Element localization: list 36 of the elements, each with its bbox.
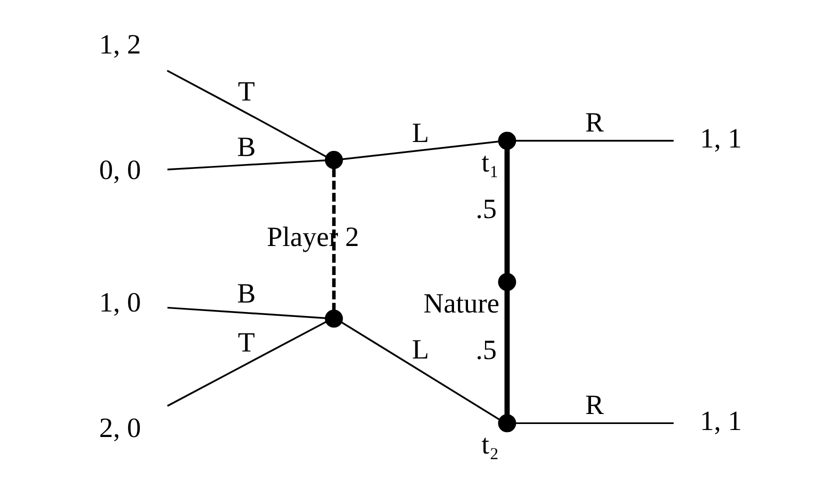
node-text: 2, 0 — [98, 412, 140, 444]
connector — [504, 148, 510, 274]
node-circle — [498, 132, 516, 150]
edge-label: Player 2 — [266, 222, 359, 253]
edge-label: .5 — [475, 335, 496, 366]
edge-label: L — [411, 334, 429, 366]
connector — [342, 140, 498, 160]
connector — [166, 321, 326, 407]
connector — [514, 422, 674, 424]
connector — [332, 168, 336, 310]
connector — [166, 306, 325, 319]
connector — [166, 70, 326, 158]
edge-label: R — [584, 390, 604, 422]
node-label: Nature — [423, 288, 499, 320]
edge-label: R — [584, 108, 604, 139]
connector — [504, 290, 510, 415]
node-text: 1, 1 — [700, 406, 742, 437]
node-label: t₁ — [480, 147, 498, 178]
node-text: 0, 0 — [98, 154, 140, 186]
node-circle — [498, 414, 516, 432]
edge-label: L — [411, 118, 429, 150]
connector — [340, 321, 500, 420]
node-text: 1, 1 — [700, 123, 742, 154]
connector — [514, 140, 674, 142]
node-text: 1, 0 — [98, 287, 140, 318]
edge-label: B — [236, 278, 256, 310]
node-circle — [498, 272, 516, 292]
node-text: 1, 2 — [98, 29, 140, 60]
edge-label: .5 — [475, 194, 496, 226]
node-circle — [324, 310, 342, 328]
node-circle — [324, 150, 342, 169]
edge-label: B — [236, 132, 256, 164]
edge-label: T — [237, 327, 254, 358]
node-label: t₂ — [480, 430, 498, 461]
connector — [166, 160, 325, 170]
edge-label: T — [237, 76, 254, 108]
